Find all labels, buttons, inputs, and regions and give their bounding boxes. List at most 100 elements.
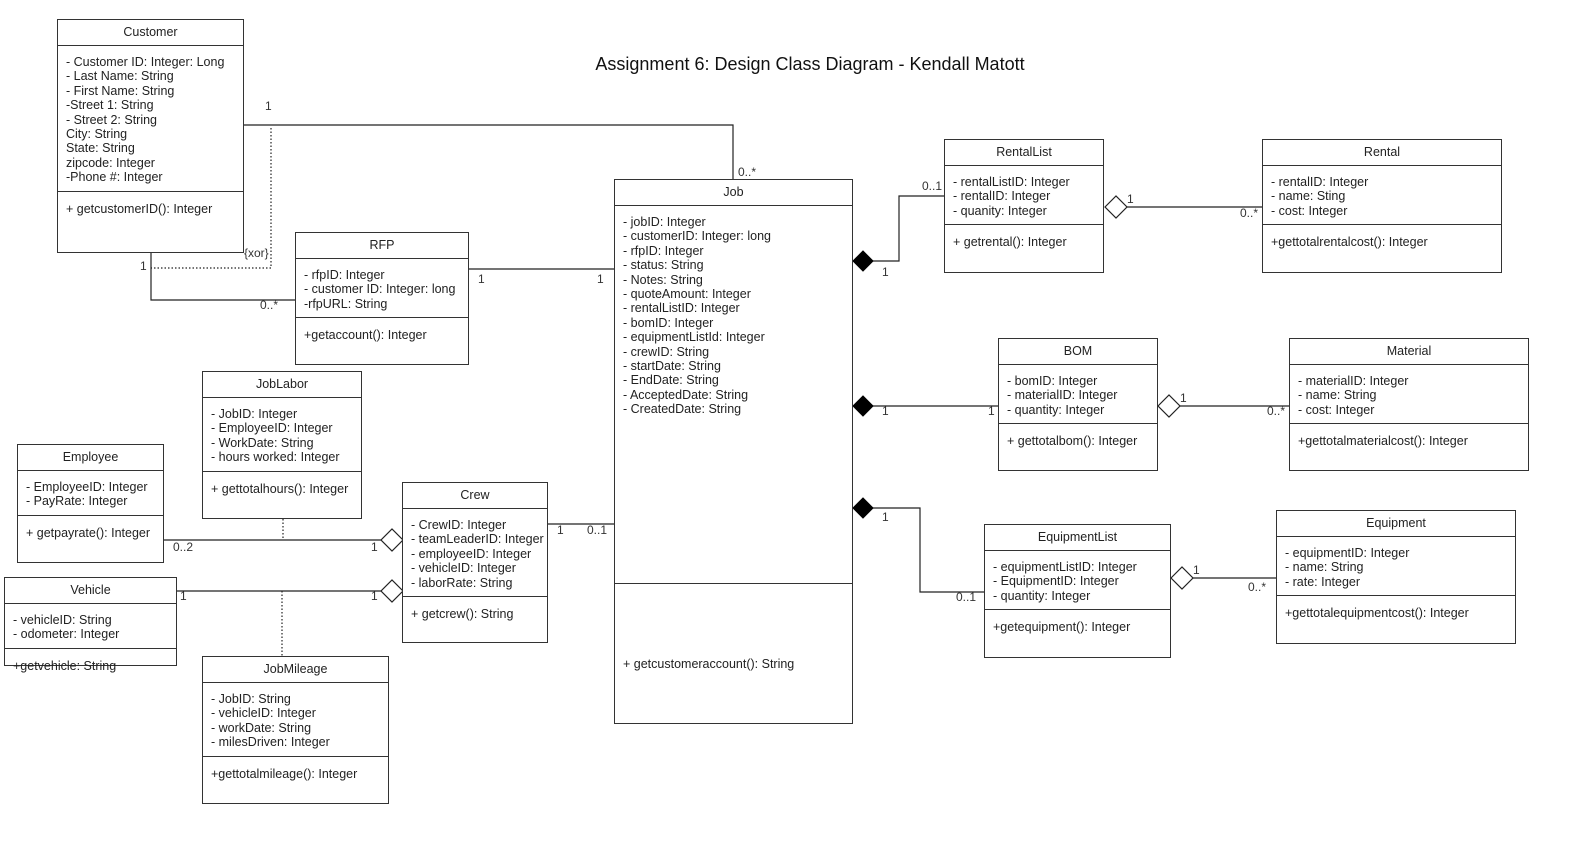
operations-compartment: +gettotalrentalcost(): Integer — [1263, 225, 1501, 272]
attribute: - customerID: Integer: long — [623, 229, 771, 244]
class-job[interactable]: Job- jobID: Integer- customerID: Integer… — [614, 179, 853, 724]
attributes-compartment: - equipmentListID: Integer- EquipmentID:… — [985, 551, 1170, 611]
operation: +getequipment(): Integer — [993, 620, 1131, 635]
customer-job-association — [244, 124, 734, 180]
class-customer[interactable]: Customer- Customer ID: Integer: Long- La… — [57, 19, 244, 253]
multiplicity-label: 1 — [882, 510, 889, 524]
class-rentallist[interactable]: RentalList- rentalListID: Integer- renta… — [944, 139, 1104, 273]
attribute: - name: Sting — [1271, 189, 1346, 204]
job-rentallist-composition — [873, 195, 945, 262]
attribute: - name: String — [1285, 560, 1364, 575]
attribute: - rentalID: Integer — [1271, 175, 1369, 189]
operation: +getaccount(): Integer — [304, 328, 427, 343]
class-joblabor[interactable]: JobLabor- JobID: Integer- EmployeeID: In… — [202, 371, 362, 519]
multiplicity-label: 1 — [988, 404, 995, 418]
aggregation-diamond-crew-employee — [380, 528, 404, 552]
multiplicity-label: 1 — [265, 99, 272, 113]
attributes-compartment: - materialID: Integer- name: String- cos… — [1290, 365, 1528, 425]
attribute: - teamLeaderID: Integer — [411, 532, 544, 547]
xor-constraint-line — [151, 128, 272, 269]
class-name: Rental — [1263, 140, 1501, 166]
attribute: - jobID: Integer — [623, 215, 706, 229]
class-bom[interactable]: BOM- bomID: Integer- materialID: Integer… — [998, 338, 1158, 471]
attribute: - EquipmentID: Integer — [993, 574, 1119, 589]
attribute: - bomID: Integer — [1007, 374, 1098, 388]
aggregation-diamond-material — [1157, 394, 1181, 418]
attributes-compartment: - EmployeeID: Integer- PayRate: Integer — [18, 471, 163, 516]
operation: +getvehicle: String — [13, 658, 117, 673]
composition-diamond-bom — [852, 395, 874, 417]
attribute: - rfpID: Integer — [304, 268, 385, 282]
operations-compartment: +getvehicle: String — [5, 649, 176, 683]
attribute: - startDate: String — [623, 359, 721, 374]
operations-compartment: + getcustomeraccount(): String — [615, 584, 852, 723]
attribute: - quantity: Integer — [1007, 402, 1105, 417]
attribute: - rate: Integer — [1285, 574, 1361, 589]
operations-compartment: +gettotalmileage(): Integer — [203, 757, 388, 803]
attribute: - cost: Integer — [1298, 402, 1375, 417]
class-jobmileage[interactable]: JobMileage- JobID: String- vehicleID: In… — [202, 656, 389, 804]
attribute: - cost: Integer — [1271, 203, 1348, 218]
operation: +gettotalequipmentcost(): Integer — [1285, 606, 1469, 621]
operations-compartment: + getpayrate(): Integer — [18, 516, 163, 562]
multiplicity-label: 0..1 — [956, 590, 976, 604]
operations-compartment: +gettotalequipmentcost(): Integer — [1277, 596, 1515, 643]
multiplicity-label: 1 — [1127, 192, 1134, 206]
attribute: - laborRate: String — [411, 575, 513, 590]
attribute: - employeeID: Integer — [411, 546, 532, 561]
attribute: - quantity: Integer — [993, 588, 1091, 603]
attribute: - Street 2: String — [66, 112, 158, 127]
attribute: - EndDate: String — [623, 373, 719, 388]
multiplicity-label: 1 — [882, 404, 889, 418]
attribute: - EmployeeID: Integer — [211, 421, 333, 436]
class-material[interactable]: Material- materialID: Integer- name: Str… — [1289, 338, 1529, 471]
attribute: City: String — [66, 127, 128, 142]
operations-compartment: +getequipment(): Integer — [985, 610, 1170, 657]
class-crew[interactable]: Crew- CrewID: Integer- teamLeaderID: Int… — [402, 482, 548, 643]
attribute: - Last Name: String — [66, 69, 174, 84]
multiplicity-label: 0..1 — [587, 523, 607, 537]
attribute: - vehicleID: String — [13, 613, 112, 627]
class-equipmentlist[interactable]: EquipmentList- equipmentListID: Integer-… — [984, 524, 1171, 658]
attribute: - vehicleID: Integer — [211, 706, 316, 721]
operations-compartment: + getcustomerID(): Integer — [58, 192, 243, 252]
attribute: zipcode: Integer — [66, 155, 155, 170]
operation: +gettotalmileage(): Integer — [211, 766, 358, 781]
class-name: Employee — [18, 445, 163, 471]
class-employee[interactable]: Employee- EmployeeID: Integer- PayRate: … — [17, 444, 164, 563]
class-name: JobMileage — [203, 657, 388, 683]
multiplicity-label: 0..* — [1248, 580, 1266, 594]
multiplicity-label: 1 — [371, 589, 378, 603]
class-equipment[interactable]: Equipment- equipmentID: Integer- name: S… — [1276, 510, 1516, 644]
class-vehicle[interactable]: Vehicle- vehicleID: String- odometer: In… — [4, 577, 177, 673]
multiplicity-label: 0..1 — [922, 179, 942, 193]
attributes-compartment: - bomID: Integer- materialID: Integer- q… — [999, 365, 1157, 425]
multiplicity-label: 0..2 — [173, 540, 193, 554]
operations-compartment: +getaccount(): Integer — [296, 318, 468, 364]
diagram-title: Assignment 6: Design Class Diagram - Ken… — [595, 54, 1025, 74]
class-rfp[interactable]: RFP- rfpID: Integer- customer ID: Intege… — [295, 232, 469, 365]
class-name: Vehicle — [5, 578, 176, 604]
attribute: - equipmentListID: Integer — [993, 560, 1137, 574]
multiplicity-label: 1 — [180, 589, 187, 603]
attribute: - bomID: Integer — [623, 315, 714, 330]
attribute: - equipmentID: Integer — [1285, 546, 1410, 560]
multiplicity-label: 0..* — [1267, 404, 1285, 418]
attribute: - rfpID: Integer — [623, 243, 704, 258]
attribute: - vehicleID: Integer — [411, 561, 516, 576]
attribute: - customer ID: Integer: long — [304, 282, 456, 297]
attribute: - crewID: String — [623, 344, 710, 359]
operation: + getcrew(): String — [411, 607, 514, 622]
attribute: - workDate: String — [211, 720, 312, 735]
operations-compartment: + gettotalhours(): Integer — [203, 472, 361, 518]
attribute: - name: String — [1298, 388, 1377, 403]
multiplicity-label: 1 — [882, 265, 889, 279]
aggregation-diamond-crew-vehicle — [380, 579, 404, 603]
class-rental[interactable]: Rental - rentalID: Integer- name: Sting- … — [1262, 139, 1502, 273]
attributes-compartment: - rentalListID: Integer- rentalID: Integ… — [945, 166, 1103, 226]
attributes-compartment: - rfpID: Integer- customer ID: Integer: … — [296, 259, 468, 319]
attribute: - rentalListID: Integer — [953, 175, 1070, 189]
xor-label: {xor} — [244, 246, 269, 260]
attribute: - CreatedDate: String — [623, 402, 742, 417]
attribute: - Customer ID: Integer: Long — [66, 55, 225, 69]
